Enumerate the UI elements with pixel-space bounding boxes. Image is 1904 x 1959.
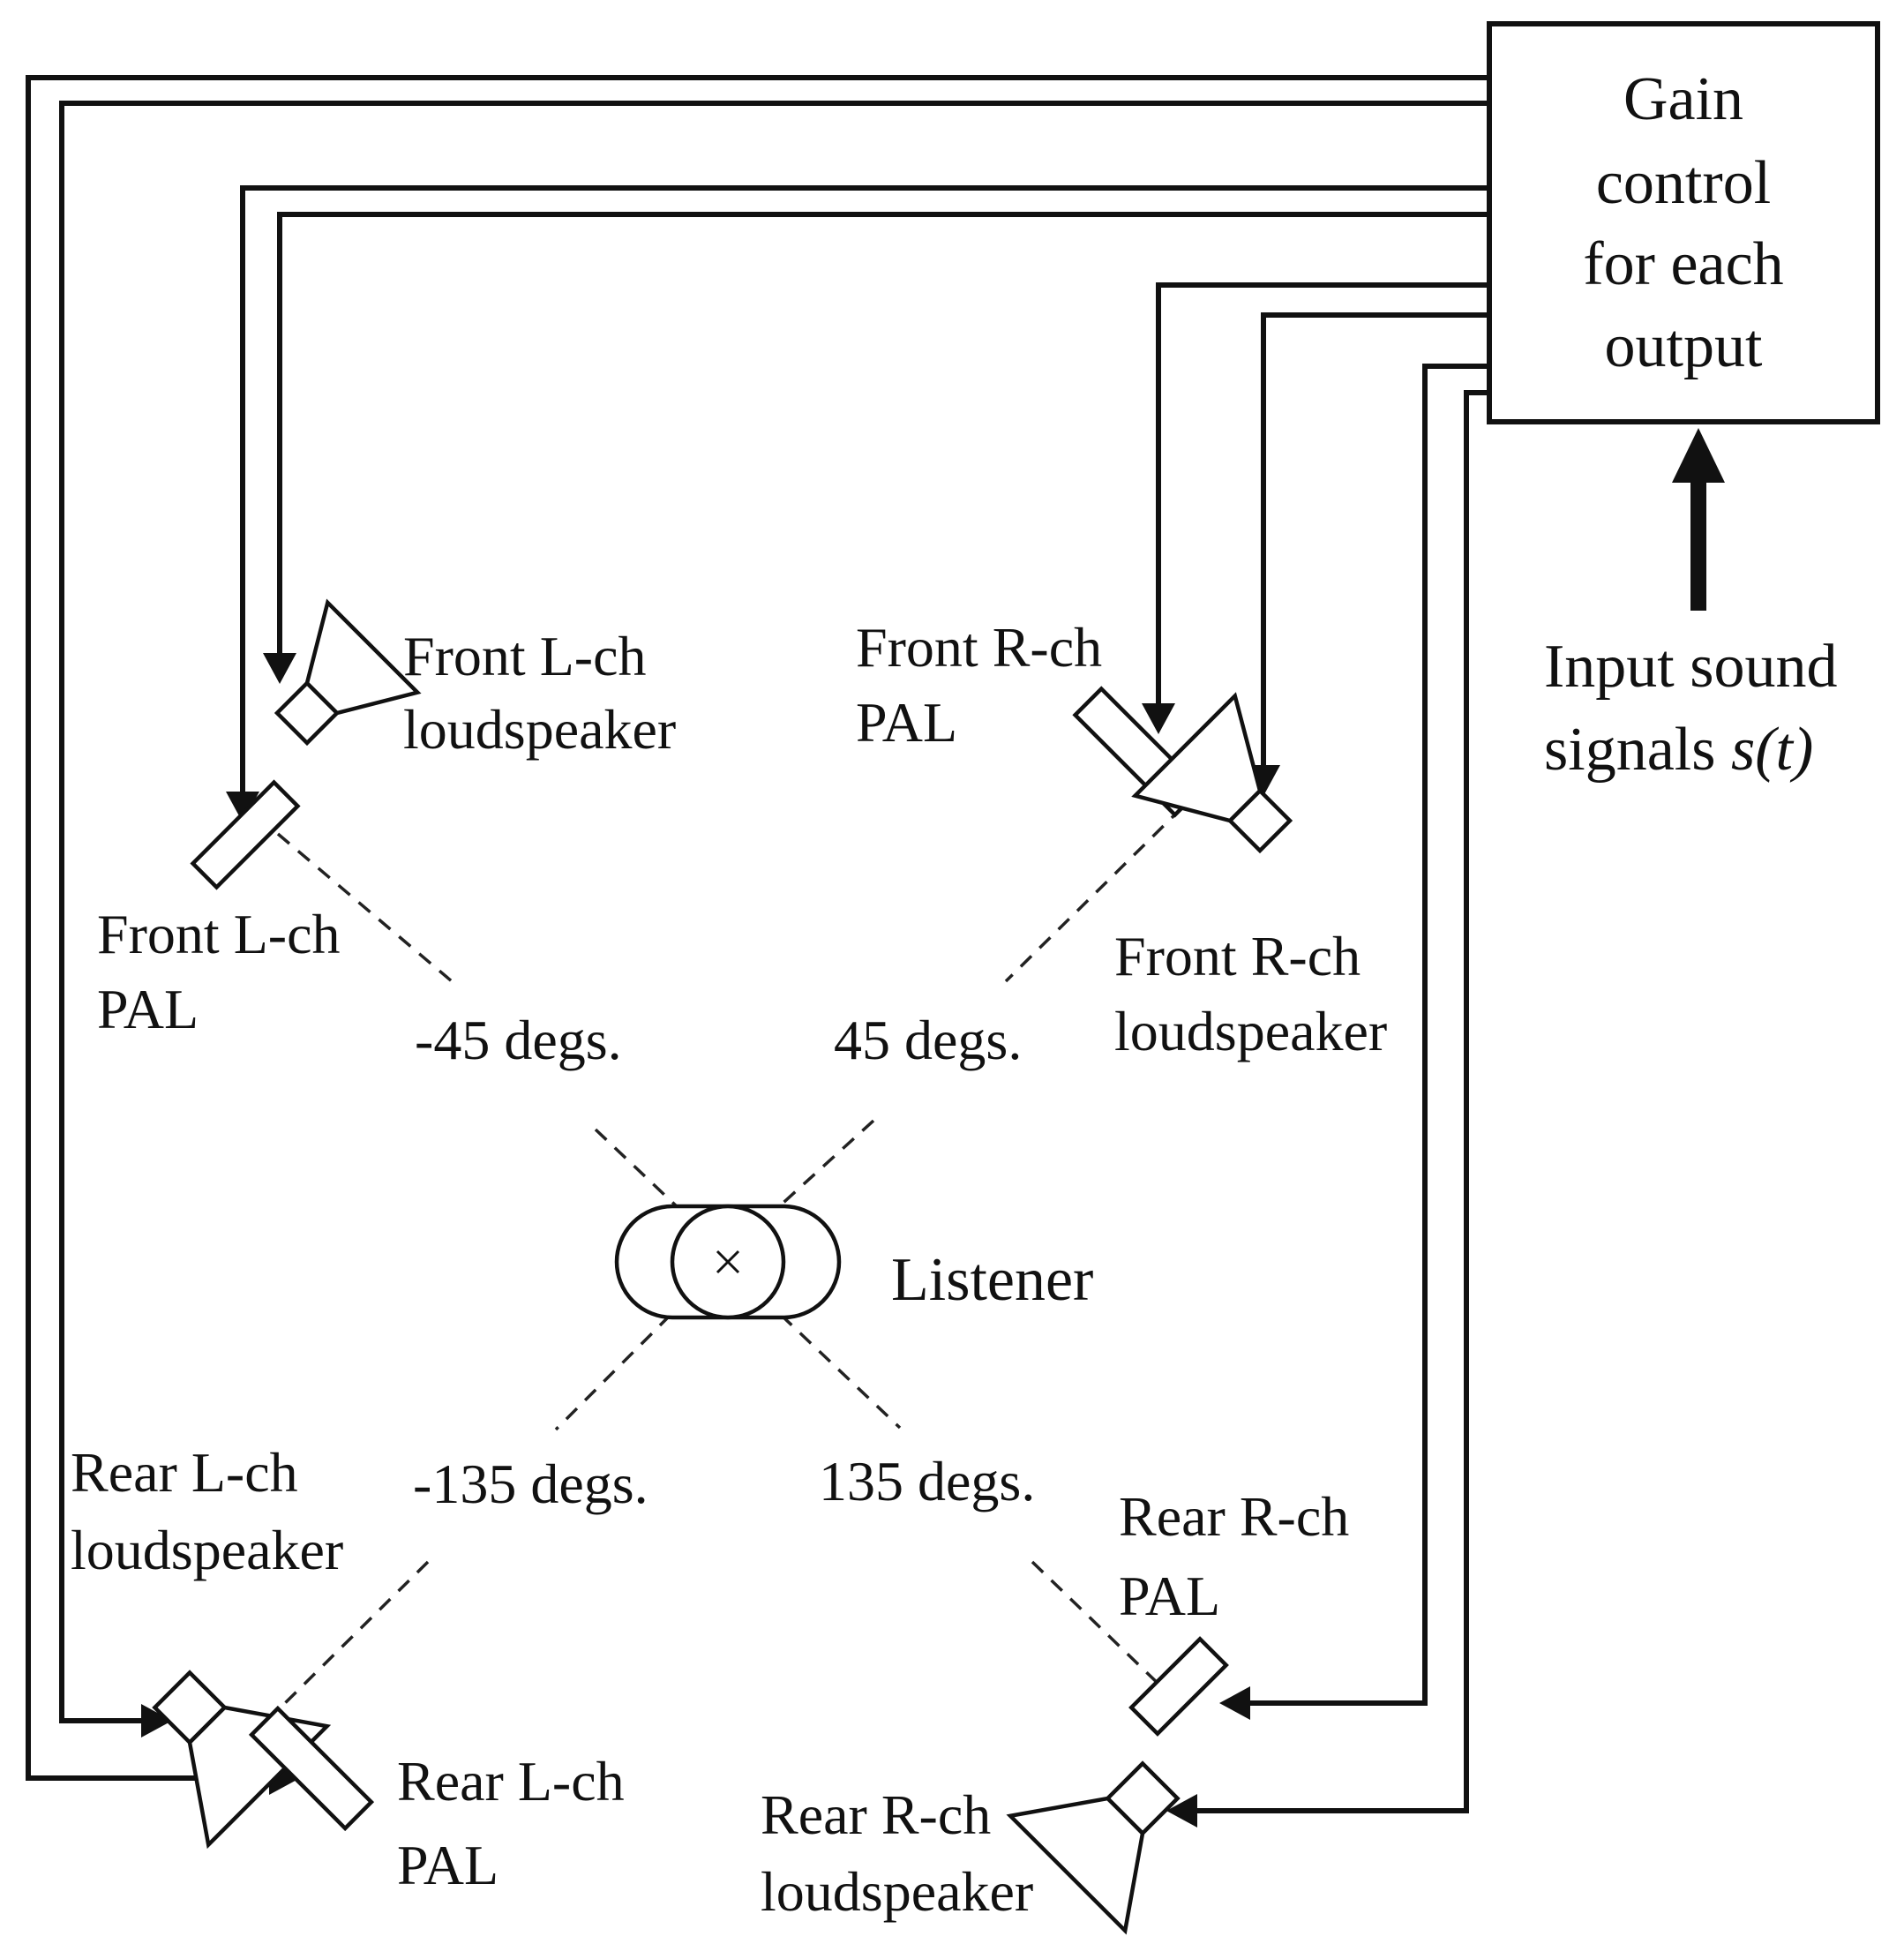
listener-label: Listener: [891, 1246, 1093, 1314]
label-front-r-loudspeaker-1: Front R-ch: [1114, 925, 1361, 987]
arrow-front-r-pal: [1142, 703, 1175, 734]
arrow-rear-r-loudspeaker: [1166, 1794, 1197, 1828]
wire-rear-r-loudspeaker: [1197, 390, 1489, 1813]
label-rear-r-loudspeaker-2: loudspeaker: [761, 1860, 1033, 1923]
rear-l-pal: [248, 1705, 375, 1832]
input-signal-symbol: s(t): [1731, 716, 1813, 784]
input-signal-arrow: [1672, 428, 1725, 611]
arrow-rear-r-pal: [1219, 1686, 1250, 1720]
input-label-prefix: signals: [1544, 716, 1731, 784]
gain-box-line-2: control: [1596, 149, 1771, 217]
input-label-line-1: Input sound: [1544, 633, 1838, 701]
gain-box-line-1: Gain: [1623, 65, 1743, 133]
front-l-pal: [190, 779, 301, 890]
input-label-line-2: signals s(t): [1544, 716, 1813, 784]
gain-box-line-4: output: [1605, 312, 1763, 380]
label-rear-r-loudspeaker-1: Rear R-ch: [761, 1783, 991, 1846]
label-rear-l-pal-2: PAL: [397, 1834, 498, 1896]
listener-icon: [614, 1204, 842, 1320]
label-front-r-pal-2: PAL: [856, 691, 957, 754]
arrow-front-l-loudspeaker: [263, 653, 296, 684]
signal-wires: [26, 75, 1489, 1828]
label-rear-l-pal-1: Rear L-ch: [397, 1750, 625, 1813]
label-rear-r-pal-2: PAL: [1119, 1565, 1220, 1627]
gain-box-line-3: for each: [1583, 230, 1783, 298]
rear-r-loudspeaker: [1006, 1760, 1181, 1935]
wire-front-r-loudspeaker: [1261, 312, 1489, 765]
angle-front-left: -45 degs.: [415, 1009, 622, 1071]
front-r-loudspeaker: [1131, 692, 1293, 854]
rear-r-pal: [1128, 1636, 1229, 1737]
label-front-l-loudspeaker-1: Front L-ch: [403, 625, 647, 687]
label-front-l-pal-2: PAL: [97, 978, 199, 1040]
angle-front-right: 45 degs.: [834, 1009, 1022, 1071]
label-rear-l-loudspeaker-2: loudspeaker: [71, 1519, 343, 1581]
wire-rear-l-pal: [26, 75, 1489, 1781]
wire-rear-r-pal: [1250, 364, 1489, 1706]
wire-front-l-loudspeaker: [277, 212, 1489, 653]
wire-rear-l-loudspeaker: [59, 101, 1489, 1723]
front-l-loudspeaker: [274, 598, 422, 747]
wire-front-l-pal: [240, 185, 1489, 792]
label-front-l-loudspeaker-2: loudspeaker: [403, 698, 676, 761]
label-front-l-pal-1: Front L-ch: [97, 903, 341, 965]
angle-rear-left: -135 degs.: [413, 1452, 648, 1515]
label-rear-r-pal-1: Rear R-ch: [1119, 1485, 1349, 1548]
label-front-r-loudspeaker-2: loudspeaker: [1114, 1000, 1387, 1062]
wire-front-r-pal: [1156, 282, 1489, 703]
arrow-front-l-pal: [226, 792, 259, 822]
arrow-rear-l-loudspeaker: [141, 1704, 172, 1738]
gain-control-box: Gain control for each output: [1487, 21, 1880, 424]
angle-rear-right: 135 degs.: [819, 1450, 1035, 1512]
label-rear-l-loudspeaker-1: Rear L-ch: [71, 1441, 298, 1504]
direction-lines: [276, 806, 1184, 1709]
label-front-r-pal-1: Front R-ch: [856, 616, 1102, 679]
